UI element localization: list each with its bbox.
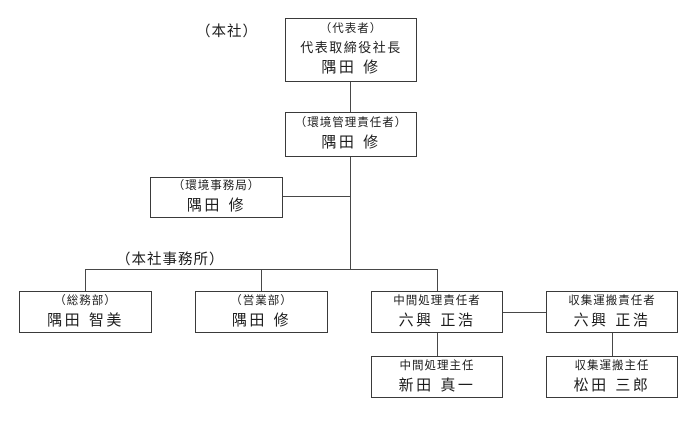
collection-transport-manager-name: 六興 正浩 bbox=[573, 311, 651, 329]
connector-env-manager-to-bus bbox=[350, 157, 351, 270]
collection-transport-chief-name: 松田 三郎 bbox=[573, 376, 651, 394]
intermediate-processing-chief-name: 新田 真一 bbox=[398, 376, 476, 394]
collection-transport-manager-title: 収集運搬責任者 bbox=[568, 294, 656, 307]
collection-transport-chief-title: 収集運搬主任 bbox=[574, 359, 650, 372]
intermediate-processing-manager-name: 六興 正浩 bbox=[398, 311, 476, 329]
connector-env-office bbox=[283, 196, 351, 197]
connector-drop-sales bbox=[261, 269, 262, 291]
connector-drop-general-affairs bbox=[85, 269, 86, 291]
label-head-office: （本社） bbox=[196, 24, 258, 40]
org-box-intermediate-processing-manager: 中間処理責任者 六興 正浩 bbox=[371, 291, 503, 333]
representative-title: （代表者） bbox=[319, 23, 383, 36]
env-office-title: （環境事務局） bbox=[172, 180, 261, 193]
org-box-collection-transport-manager: 収集運搬責任者 六興 正浩 bbox=[546, 291, 678, 333]
label-head-office-branch: （本社事務所） bbox=[116, 252, 225, 268]
org-box-intermediate-processing-chief: 中間処理主任 新田 真一 bbox=[371, 356, 503, 398]
org-box-representative: （代表者） 代表取締役社長 隅田 修 bbox=[285, 18, 417, 82]
org-box-sales: （営業部） 隅田 修 bbox=[195, 291, 328, 333]
intermediate-processing-chief-title: 中間処理主任 bbox=[399, 359, 475, 372]
sales-title: （営業部） bbox=[230, 294, 293, 307]
representative-name: 隅田 修 bbox=[321, 59, 381, 77]
org-box-env-manager: （環境管理責任者） 隅田 修 bbox=[285, 112, 417, 157]
env-manager-name: 隅田 修 bbox=[321, 134, 381, 152]
connector-representative-to-env-manager bbox=[350, 82, 351, 113]
org-box-env-office: （環境事務局） 隅田 修 bbox=[150, 177, 283, 218]
intermediate-processing-manager-title: 中間処理責任者 bbox=[393, 294, 481, 307]
org-box-collection-transport-chief: 収集運搬主任 松田 三郎 bbox=[546, 356, 678, 398]
representative-subtitle: 代表取締役社長 bbox=[300, 39, 402, 55]
connector-drop-intermediate-manager bbox=[437, 269, 438, 291]
connector-intermediate-manager-to-chief bbox=[437, 333, 438, 356]
general-affairs-title: （総務部） bbox=[54, 294, 117, 307]
connector-collection-manager-to-chief bbox=[612, 333, 613, 356]
general-affairs-name: 隅田 智美 bbox=[47, 311, 124, 329]
env-manager-title: （環境管理責任者） bbox=[294, 117, 408, 130]
org-box-general-affairs: （総務部） 隅田 智美 bbox=[19, 291, 152, 333]
connector-intermediate-to-collection bbox=[503, 312, 547, 313]
sales-name: 隅田 修 bbox=[231, 311, 292, 329]
env-office-name: 隅田 修 bbox=[186, 197, 247, 215]
